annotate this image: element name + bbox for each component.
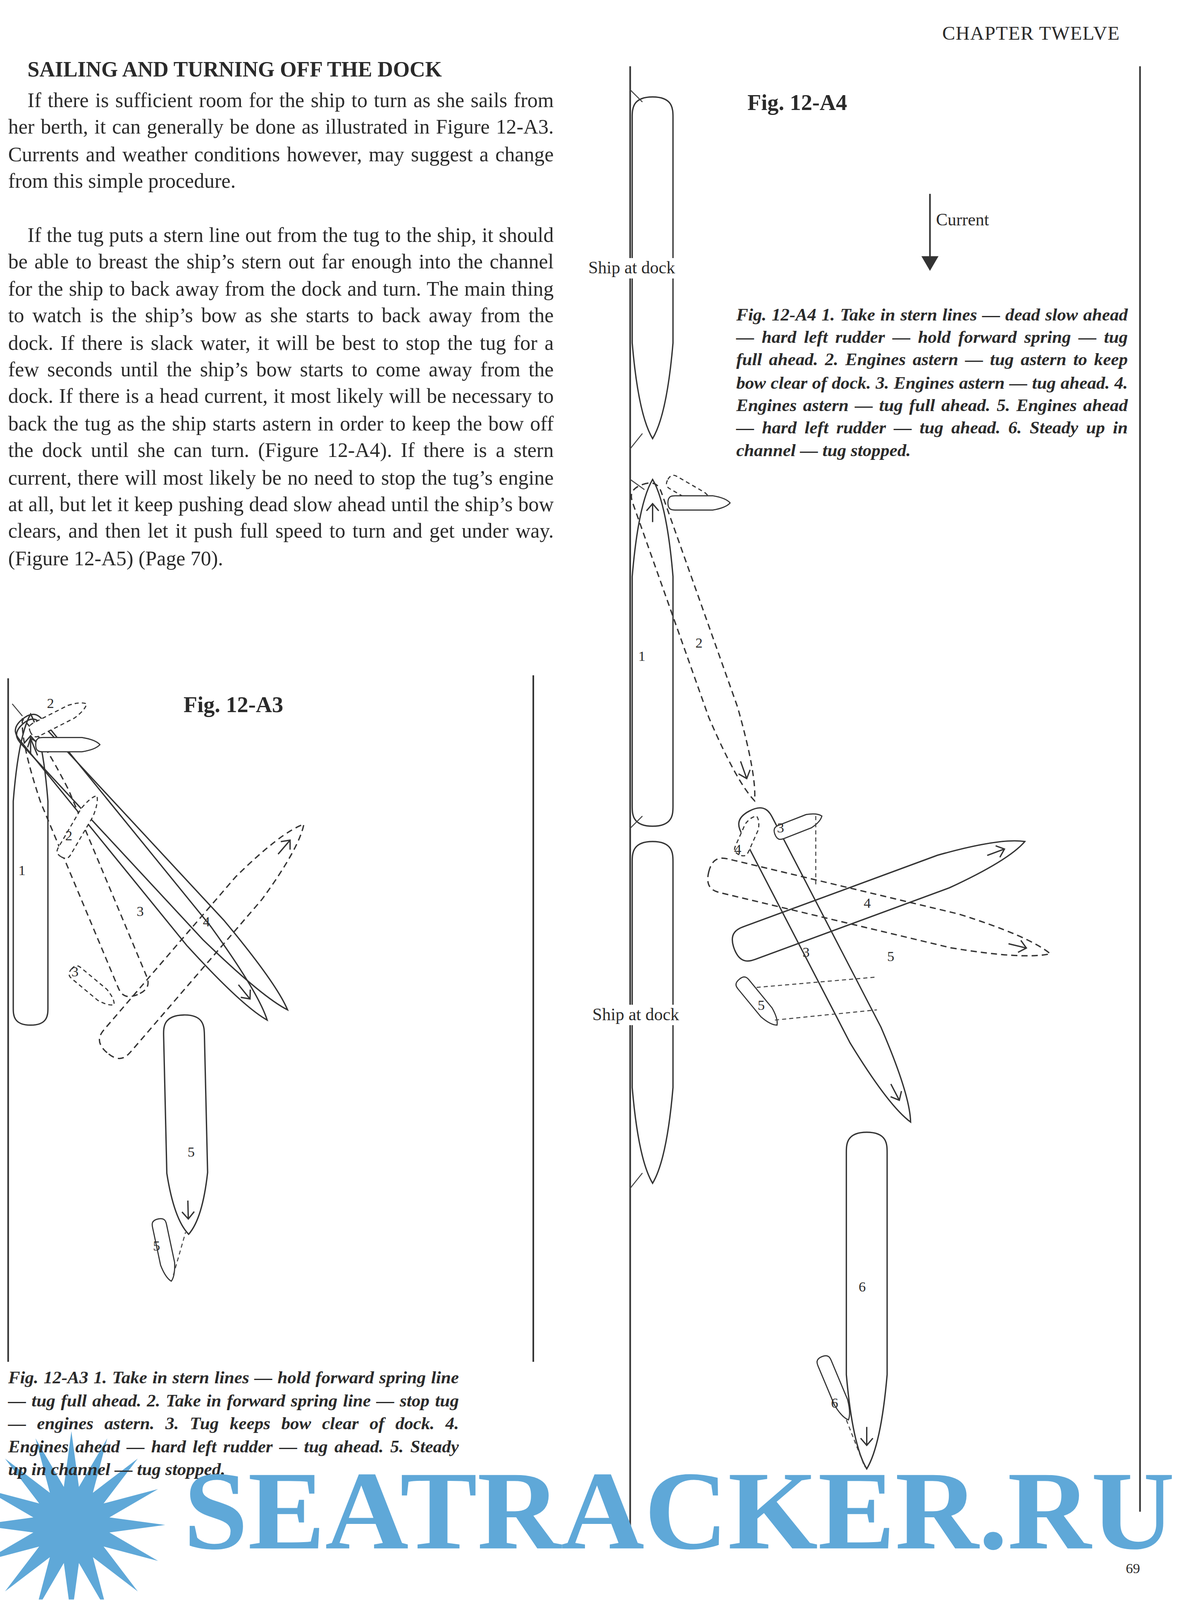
- rope-line: [630, 1172, 643, 1189]
- tug-outline: [54, 791, 103, 860]
- rope-line: [815, 815, 817, 888]
- tug-outline: [35, 737, 100, 752]
- frame-line: [629, 66, 631, 1530]
- direction-mark: [735, 758, 753, 781]
- callout-number: 5: [757, 997, 765, 1014]
- body-paragraph: If the tug puts a stern line out from th…: [8, 221, 554, 572]
- current-label: Current: [935, 210, 989, 230]
- current-arrow: [929, 193, 931, 258]
- watermark: SEATRACKER.RU: [183, 1446, 1175, 1576]
- callout-number: 3: [71, 963, 79, 981]
- ship-outline: [734, 802, 927, 1130]
- dock-label: Ship at dock: [592, 1004, 680, 1025]
- callout-number: 2: [65, 828, 73, 845]
- tug-outline: [27, 697, 90, 739]
- ship-outline: [163, 1014, 210, 1235]
- tug-outline: [668, 495, 731, 511]
- rope-line: [630, 89, 643, 103]
- ship-outline: [11, 714, 299, 1020]
- ship-outline: [727, 825, 1031, 965]
- frame-line: [1139, 66, 1141, 1511]
- callout-number: 4: [734, 841, 742, 858]
- running-head: CHAPTER TWELVE: [942, 22, 1120, 45]
- ship-outline: [632, 479, 674, 826]
- callout-number: 4: [863, 895, 871, 912]
- ship-outline: [846, 1131, 888, 1469]
- callout-number: 3: [802, 944, 810, 961]
- callout-number: 1: [18, 862, 26, 880]
- callout-number: 1: [638, 648, 646, 666]
- figure-heading: Fig. 12-A3: [183, 691, 284, 717]
- ship-outline: [10, 709, 280, 1030]
- figure-caption: Fig. 12-A4 1. Take in stern lines — dead…: [736, 303, 1128, 462]
- callout-number: 3: [777, 819, 785, 837]
- direction-mark: [181, 1200, 195, 1219]
- rope-line: [630, 479, 645, 490]
- direction-mark: [885, 1080, 905, 1103]
- ship-outline: [627, 479, 769, 806]
- frame-line: [532, 675, 535, 1362]
- frame-line: [7, 677, 10, 1362]
- tug-outline: [772, 809, 825, 841]
- tug-outline: [815, 1353, 855, 1423]
- callout-number: 5: [887, 948, 895, 965]
- direction-mark: [1007, 937, 1028, 954]
- body-paragraph: If there is sufficient room for the ship…: [8, 86, 554, 195]
- ship-outline: [704, 854, 1055, 971]
- callout-number: 2: [695, 635, 703, 652]
- figure-heading: Fig. 12-A4: [747, 89, 848, 116]
- rope-line: [173, 1231, 186, 1275]
- tug-outline: [732, 812, 764, 858]
- section-title: SAILING AND TURNING OFF THE DOCK: [27, 57, 442, 82]
- callout-number: 3: [136, 903, 144, 920]
- callout-number: 5: [152, 1237, 160, 1255]
- rope-line: [756, 976, 875, 988]
- direction-mark: [985, 842, 1007, 861]
- tug-outline: [66, 963, 120, 1010]
- callout-number: 6: [830, 1394, 838, 1412]
- dock-label: Ship at dock: [588, 257, 676, 278]
- direction-mark: [646, 503, 659, 522]
- direction-mark: [273, 835, 295, 858]
- rope-line: [775, 1009, 878, 1020]
- callout-number: 6: [858, 1278, 866, 1296]
- callout-number: 5: [187, 1144, 195, 1161]
- callout-number: 2: [46, 695, 54, 712]
- callout-number: 4: [202, 913, 211, 931]
- ship-outline: [93, 812, 318, 1064]
- rope-line: [630, 815, 643, 829]
- rope-line: [12, 703, 23, 717]
- direction-mark: [860, 1426, 874, 1445]
- tug-outline: [733, 974, 783, 1030]
- current-arrowhead: [922, 257, 938, 270]
- rope-line: [630, 433, 643, 449]
- ship-outline: [13, 713, 48, 1025]
- ship-outline: [8, 713, 152, 1001]
